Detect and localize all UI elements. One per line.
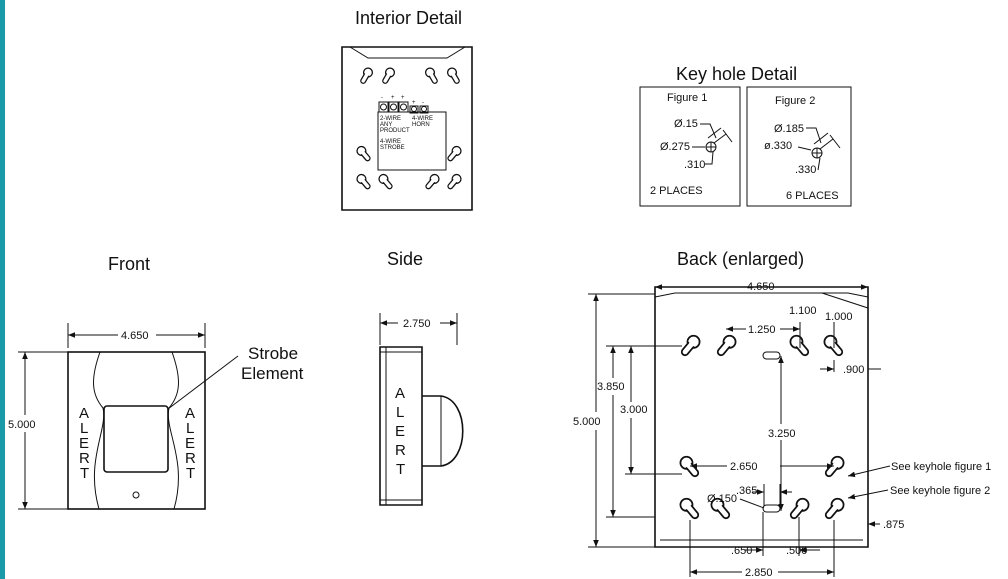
terminal-sign: - bbox=[381, 95, 383, 101]
front-width-dim: 4.650 bbox=[121, 330, 149, 342]
svg-text:A: A bbox=[395, 385, 405, 402]
fig2-dim-d2: ø.330 bbox=[764, 140, 792, 152]
keyhole-figure2-box bbox=[746, 86, 852, 207]
svg-text:R: R bbox=[395, 442, 406, 459]
interior-label: STROBE bbox=[380, 145, 405, 151]
back-width-dim: 4.650 bbox=[747, 281, 775, 293]
back-dim-1250: 1.250 bbox=[748, 324, 776, 336]
fig2-dim-d1: Ø.185 bbox=[774, 123, 804, 135]
fig1-dim-d2: Ø.275 bbox=[660, 141, 690, 153]
figure2-title: Figure 2 bbox=[775, 95, 815, 107]
svg-text:L: L bbox=[396, 404, 404, 421]
back-dim-3000: 3.000 bbox=[620, 404, 648, 416]
side-depth-dim: 2.750 bbox=[403, 318, 431, 330]
interior-detail-view: Interior Detail - + + + - bbox=[341, 8, 473, 211]
back-title: Back (enlarged) bbox=[677, 249, 804, 269]
interior-detail-title: Interior Detail bbox=[355, 8, 462, 28]
back-hole-dim: Ø.150 bbox=[707, 493, 737, 505]
front-title: Front bbox=[108, 254, 150, 274]
back-dim-1100: 1.100 bbox=[789, 305, 817, 317]
front-curve-left bbox=[93, 351, 105, 510]
keyhole-detail-title: Key hole Detail bbox=[676, 64, 797, 84]
interior-label: 4-WIRE bbox=[412, 116, 433, 122]
keyhole-figure1-box bbox=[639, 86, 741, 207]
terminal-sign: + bbox=[412, 100, 416, 106]
accent-bar bbox=[0, 0, 5, 579]
back-dim-875: .875 bbox=[883, 519, 904, 531]
front-housing bbox=[67, 351, 206, 510]
svg-text:A: A bbox=[185, 405, 195, 422]
interior-label: HORN bbox=[412, 122, 430, 128]
strobe-callout-line1: Strobe bbox=[248, 344, 298, 363]
front-alert-right: A L E R T bbox=[185, 405, 196, 482]
back-slot-bottom bbox=[762, 504, 781, 513]
back-keyholes bbox=[677, 332, 847, 523]
svg-text:L: L bbox=[186, 420, 194, 437]
side-alert: A L E R T bbox=[395, 385, 406, 478]
fig1-dim-d3: .310 bbox=[684, 159, 705, 171]
interior-label: ANY bbox=[380, 122, 392, 128]
back-dim-365: .365 bbox=[736, 485, 757, 497]
svg-text:L: L bbox=[80, 420, 88, 437]
side-view: Side 2.750 A L E R T bbox=[379, 249, 464, 506]
svg-text:E: E bbox=[395, 423, 405, 440]
fig1-note: 2 PLACES bbox=[650, 185, 703, 197]
back-dim-650: .650 bbox=[731, 545, 752, 557]
back-dim-1000: 1.000 bbox=[825, 311, 853, 323]
side-strobe-dome bbox=[422, 395, 464, 467]
strobe-callout-line2: Element bbox=[241, 364, 304, 383]
front-alert-left: A L E R T bbox=[79, 405, 90, 482]
terminal-sign: + bbox=[401, 95, 405, 101]
back-dim-500: .500 bbox=[786, 545, 807, 557]
back-dim-3250: 3.250 bbox=[768, 428, 796, 440]
back-dim-5000: 5.000 bbox=[573, 416, 601, 428]
front-curve-right bbox=[167, 351, 179, 510]
svg-text:R: R bbox=[79, 450, 90, 467]
svg-text:R: R bbox=[185, 450, 196, 467]
fig2-note: 6 PLACES bbox=[786, 190, 839, 202]
fig1-keyhole-icon bbox=[692, 123, 733, 165]
terminal-sign: - bbox=[422, 100, 424, 106]
front-screw-hole bbox=[132, 491, 140, 499]
svg-text:T: T bbox=[396, 461, 405, 478]
back-dim-900: .900 bbox=[843, 364, 864, 376]
interior-board bbox=[377, 111, 447, 171]
back-dim-2850: 2.850 bbox=[745, 567, 773, 579]
terminal-sign: + bbox=[391, 95, 395, 101]
keyhole-note-figure1: See keyhole figure 1 bbox=[891, 461, 991, 473]
figure1-title: Figure 1 bbox=[667, 92, 707, 104]
terminal-block: - + + + - bbox=[378, 95, 429, 114]
fig2-dim-d3: .330 bbox=[795, 164, 816, 176]
back-top-edge bbox=[654, 292, 869, 298]
strobe-lens bbox=[103, 405, 169, 473]
side-title: Side bbox=[387, 249, 423, 269]
svg-text:E: E bbox=[185, 435, 195, 452]
strobe-leader bbox=[167, 355, 239, 410]
back-corner-bevel bbox=[821, 292, 869, 309]
front-height-dim: 5.000 bbox=[8, 419, 36, 431]
svg-text:T: T bbox=[186, 465, 195, 482]
fig1-dim-d1: Ø.15 bbox=[674, 118, 698, 130]
back-view: Back (enlarged) 4.650 1.100 1.000 bbox=[573, 249, 991, 579]
side-housing bbox=[379, 346, 423, 506]
back-slot-top bbox=[762, 351, 781, 360]
interior-label: PRODUCT bbox=[380, 128, 410, 134]
svg-text:T: T bbox=[80, 465, 89, 482]
svg-text:E: E bbox=[79, 435, 89, 452]
interior-housing-outline bbox=[341, 46, 473, 211]
svg-text:A: A bbox=[79, 405, 89, 422]
interior-top-bevel bbox=[349, 46, 466, 59]
fig2-keyhole-icon bbox=[797, 127, 841, 171]
interior-label: 4-WIRE bbox=[380, 139, 401, 145]
back-dim-3850: 3.850 bbox=[597, 381, 625, 393]
interior-label: 2-WIRE bbox=[380, 116, 401, 122]
front-view: Front 4.650 5.000 Strobe Element A L E R… bbox=[8, 254, 304, 510]
keyhole-detail-view: Key hole Detail Figure 1 Figure 2 Ø.15 Ø… bbox=[639, 64, 852, 207]
keyhole-note-figure2: See keyhole figure 2 bbox=[890, 485, 990, 497]
back-dim-2650: 2.650 bbox=[730, 461, 758, 473]
